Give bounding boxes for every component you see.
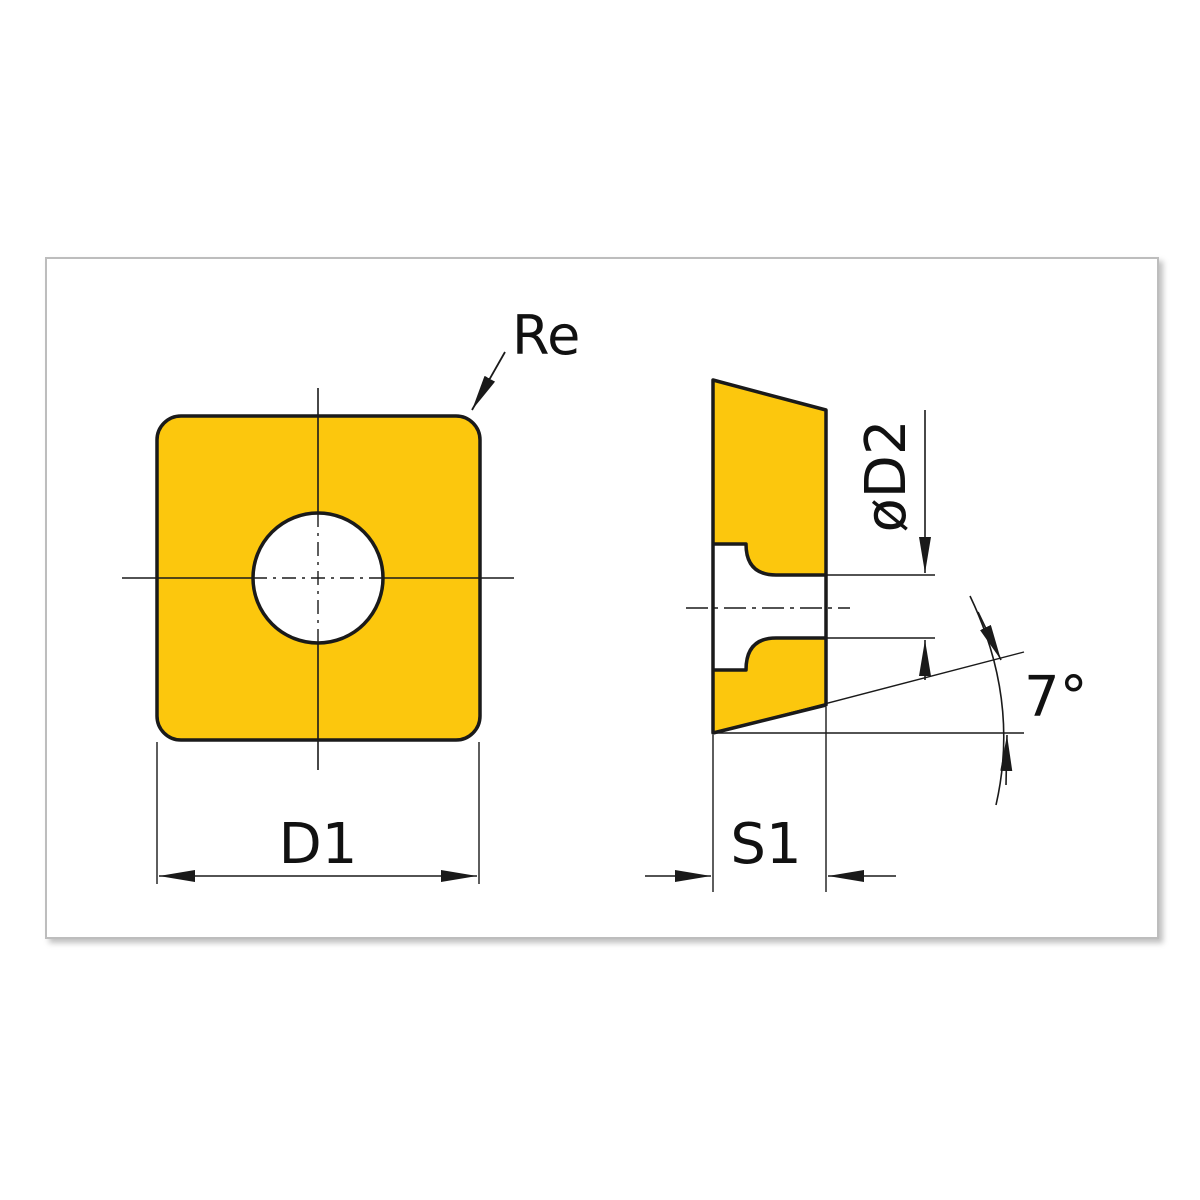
angle-reference-inclined [712,651,1025,734]
d1-label: D1 [279,812,358,877]
angle-arrow-bottom [1000,734,1013,786]
angle-arrow-top [977,611,1002,661]
angle-label: 7° [1024,665,1088,730]
angle-arc [969,595,1005,806]
s1-label: S1 [730,812,801,877]
radius-leader-arrow [471,351,506,411]
side-view: øD2 7° S1 [645,378,1088,892]
radius-label: Re [512,304,580,367]
top-view: Re D1 [122,304,580,884]
d2-label: øD2 [854,419,919,532]
